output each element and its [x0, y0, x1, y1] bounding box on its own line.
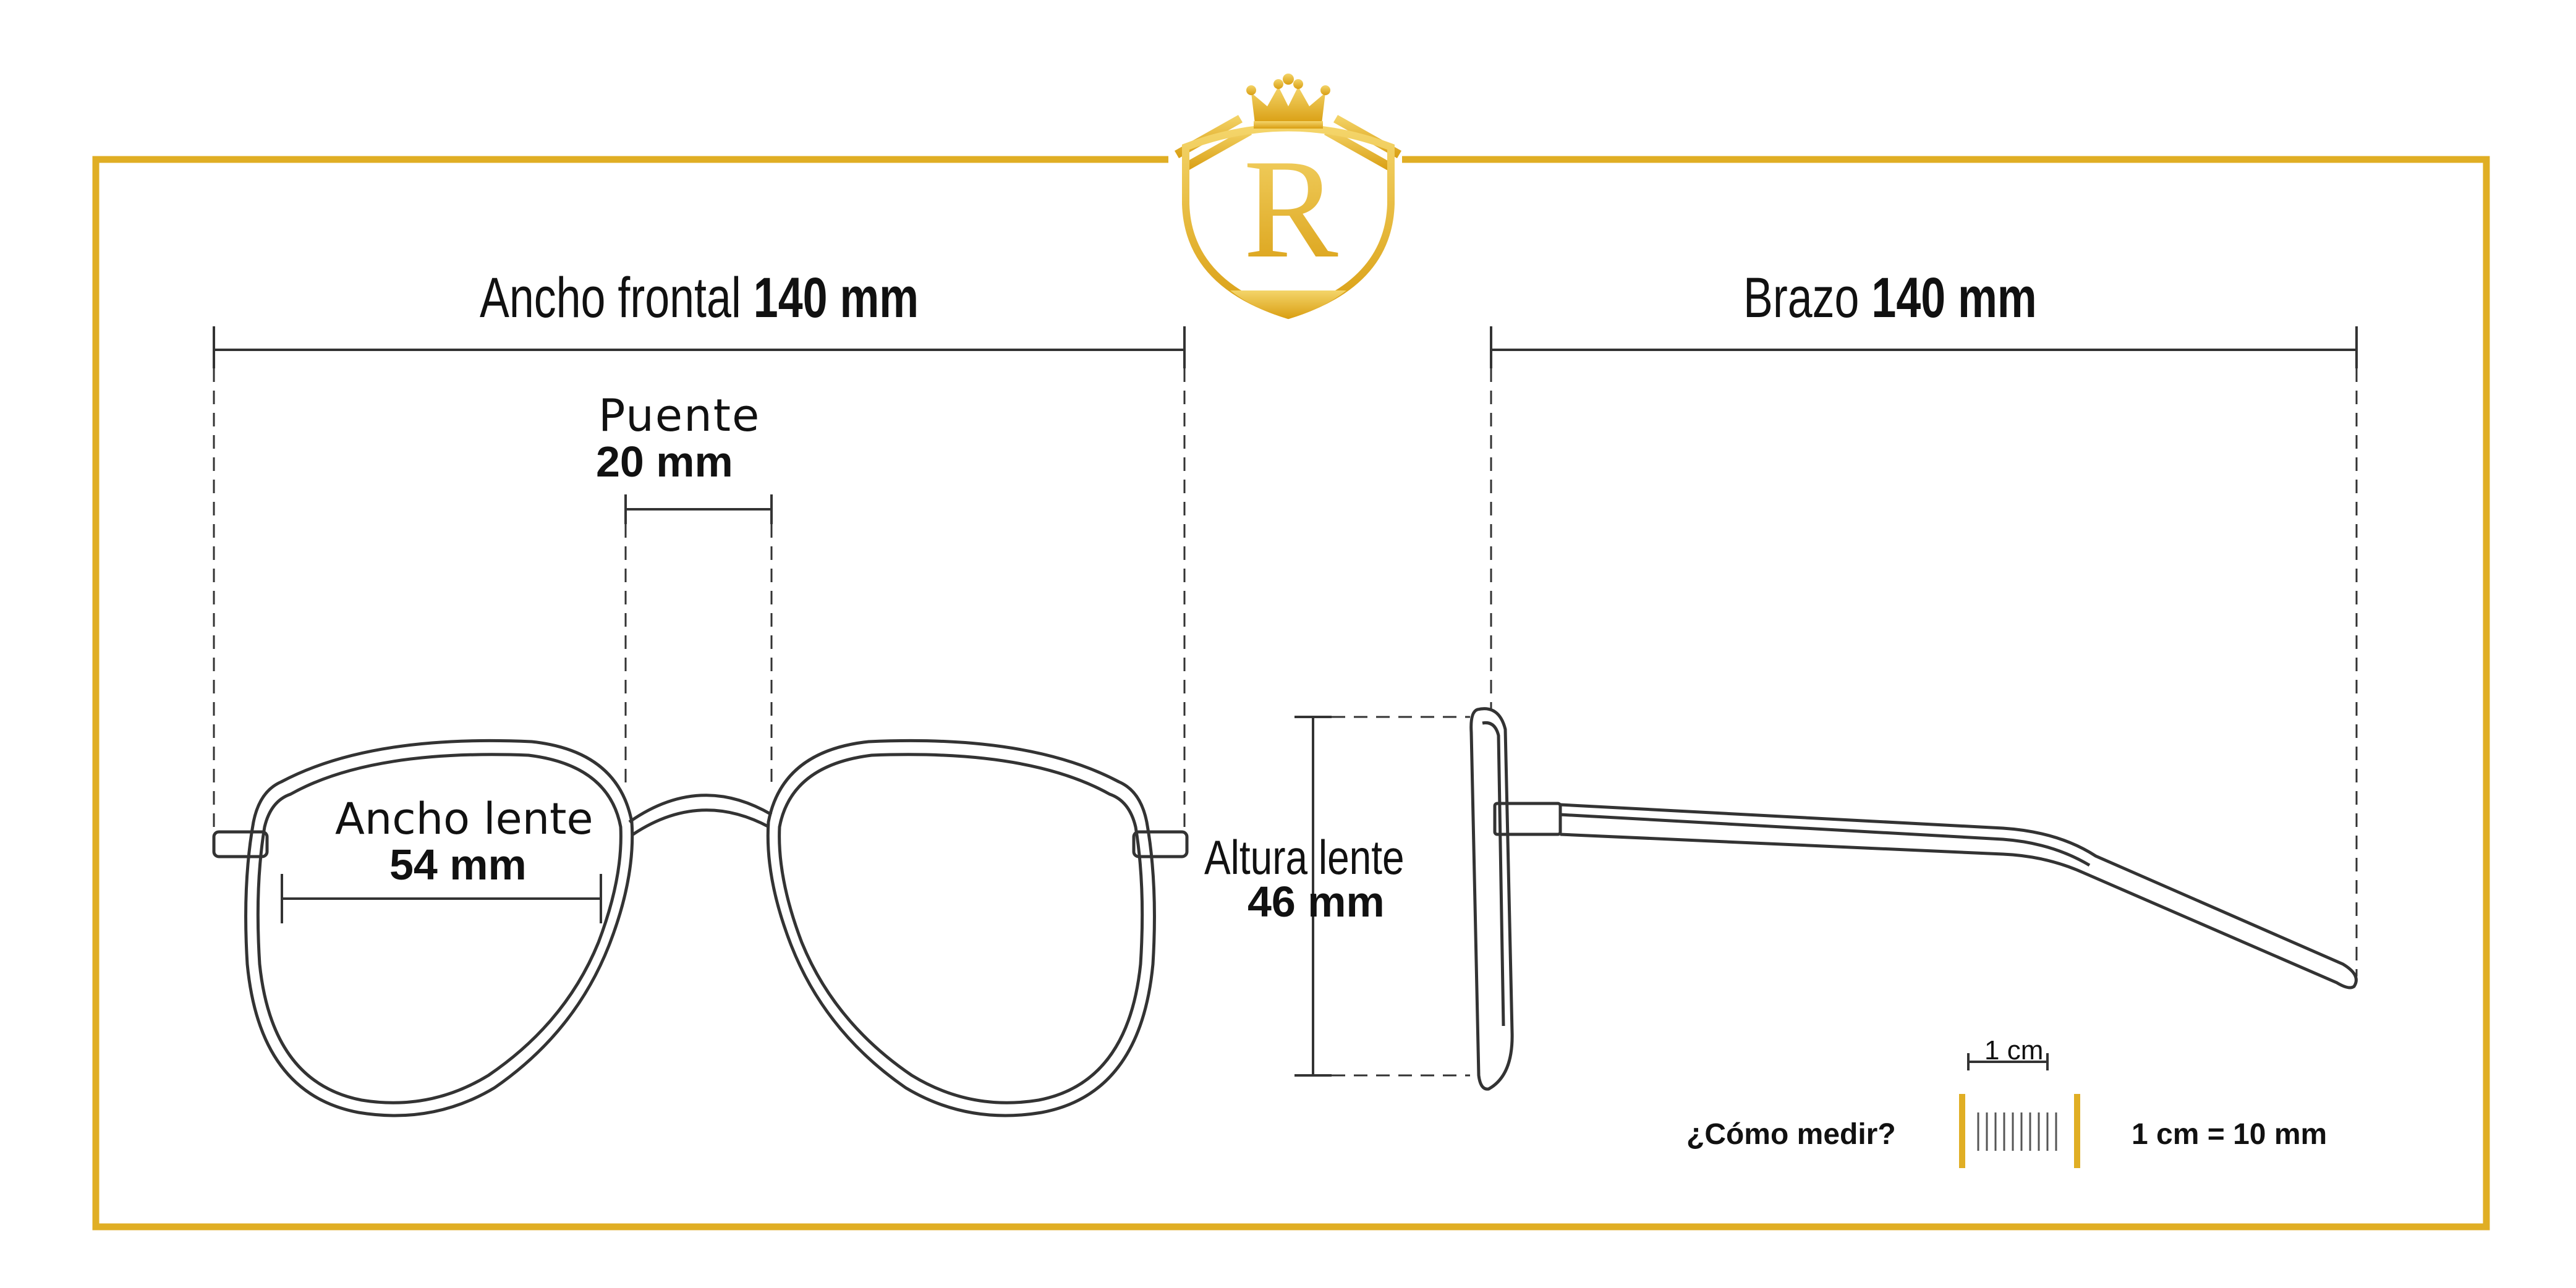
lens-width-value: 54 mm: [389, 841, 527, 889]
right-lens-outer: [766, 739, 1156, 1117]
temple-heading: Brazo 140 mm: [1743, 269, 2037, 326]
lens-height-dimension: [1294, 716, 1470, 1077]
glasses-side-view: [1469, 707, 2358, 1091]
left-hinge: [212, 830, 269, 858]
cm-conversion: 1 cm = 10 mm: [2132, 1118, 2327, 1151]
left-lens-inner: [256, 753, 623, 1104]
ruler-icon: [1959, 1053, 2080, 1168]
right-hinge: [1132, 830, 1189, 858]
side-hinge: [1493, 802, 1562, 836]
brand-logo: R: [1175, 74, 1401, 320]
front-width-value: 140 mm: [753, 266, 919, 329]
glasses-front-view: [212, 739, 1189, 1117]
bridge-label: Puente: [598, 389, 761, 441]
outer-frame: [92, 156, 2490, 1231]
how-to-measure-question: ¿Cómo medir?: [1686, 1118, 1896, 1151]
right-lens-inner: [778, 753, 1144, 1104]
logo-shield-base: [1230, 290, 1346, 319]
lens-height-value: 46 mm: [1248, 878, 1385, 926]
crown-icon: [1246, 74, 1330, 129]
temple-arm: [1560, 803, 2358, 989]
bridge-dimension: [624, 494, 773, 788]
bridge: [628, 794, 773, 824]
lens-width-label: Ancho lente: [335, 794, 593, 844]
front-width-dimension: [213, 326, 1186, 828]
ruler-label: 1 cm: [1984, 1035, 2044, 1066]
front-width-label: Ancho frontal: [480, 266, 741, 329]
bridge-inner: [632, 808, 770, 836]
lens-width-dimension: [281, 874, 602, 923]
left-lens-outer: [244, 739, 634, 1117]
temple-label: Brazo: [1743, 266, 1860, 329]
front-width-heading: Ancho frontal 140 mm: [480, 269, 919, 326]
logo-letter: R: [1243, 130, 1338, 287]
temple-value: 140 mm: [1871, 266, 2037, 329]
side-frame: [1469, 707, 1514, 1091]
bridge-value: 20 mm: [596, 438, 733, 486]
lens-height-label: Altura lente: [1204, 830, 1405, 884]
temple-dimension: [1490, 326, 2358, 977]
